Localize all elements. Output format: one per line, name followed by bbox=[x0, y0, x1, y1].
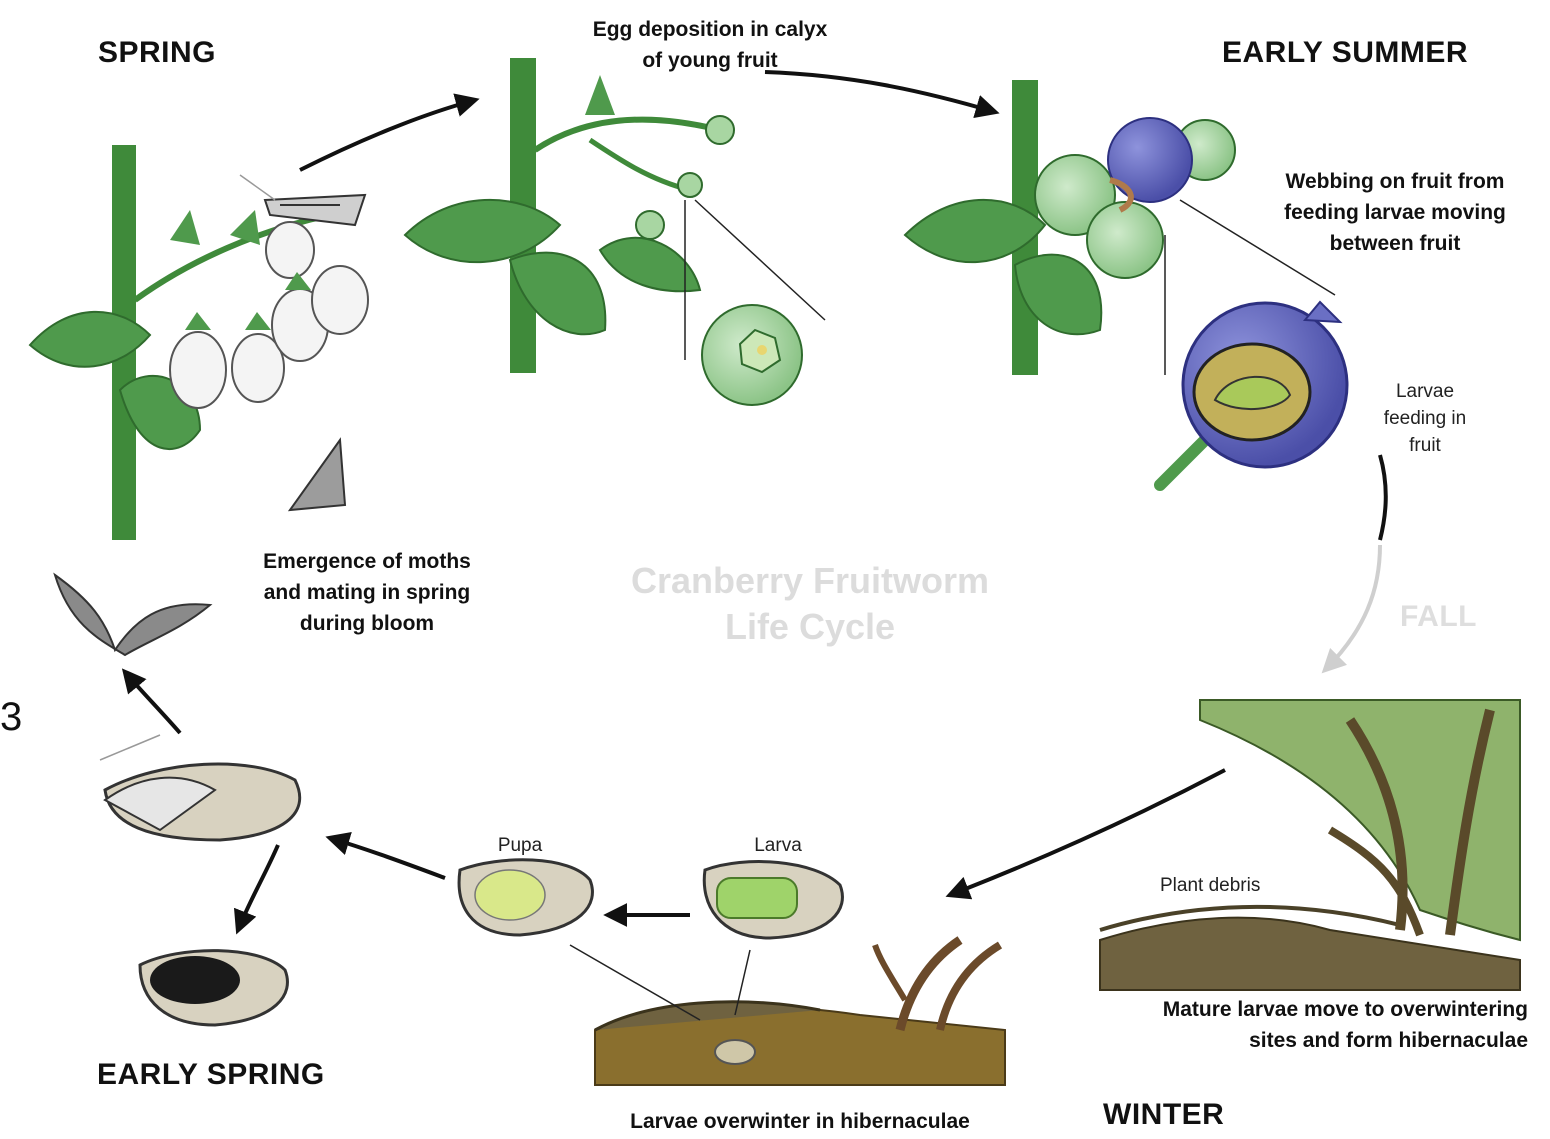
plant-debris-scene bbox=[1100, 700, 1520, 990]
season-spring: SPRING bbox=[98, 36, 216, 70]
label-emergence: Emergence of moths and mating in spring … bbox=[232, 546, 502, 639]
diagram-title: Cranberry Fruitworm Life Cycle bbox=[600, 558, 1020, 650]
season-winter: WINTER bbox=[1103, 1098, 1224, 1132]
arrow-emerging-to-moth bbox=[125, 672, 180, 733]
label-webbing-line-1: Webbing on fruit from bbox=[1250, 166, 1540, 197]
egg-deposition-branch bbox=[405, 58, 825, 405]
label-mature-larvae-line-2: sites and form hibernaculae bbox=[1078, 1025, 1528, 1056]
label-egg-deposition: Egg deposition in calyx of young fruit bbox=[560, 14, 860, 76]
moth-resting bbox=[290, 440, 345, 510]
pupa-cocoon bbox=[459, 860, 592, 935]
arrow-emerging-to-empty bbox=[238, 845, 278, 930]
empty-cocoon bbox=[140, 951, 287, 1025]
label-overwinter: Larvae overwinter in hibernaculae bbox=[590, 1106, 1010, 1137]
season-fall: FALL bbox=[1400, 600, 1477, 634]
label-larvae-feeding-line-3: fruit bbox=[1365, 432, 1485, 459]
diagram-title-line-2: Life Cycle bbox=[600, 604, 1020, 650]
label-mature-larvae-line-1: Mature larvae move to overwintering bbox=[1078, 994, 1528, 1025]
label-egg-deposition-line-1: Egg deposition in calyx bbox=[560, 14, 860, 45]
larva-in-fruit-cutaway bbox=[1160, 302, 1347, 485]
label-larva: Larva bbox=[738, 832, 818, 859]
label-emergence-line-2: and mating in spring bbox=[232, 577, 502, 608]
label-larvae-feeding-line-1: Larvae bbox=[1365, 378, 1485, 405]
arrow-summer-to-fall bbox=[1380, 455, 1386, 540]
label-egg-deposition-line-2: of young fruit bbox=[560, 45, 860, 76]
edge-glyph: 3 bbox=[0, 695, 22, 740]
moth-on-flowers bbox=[240, 175, 365, 225]
arrow-spring-to-egg bbox=[300, 100, 475, 170]
overwinter-soil-scene bbox=[570, 940, 1005, 1085]
moth-flying bbox=[55, 575, 210, 655]
label-larvae-feeding-line-2: feeding in bbox=[1365, 405, 1485, 432]
season-early-summer: EARLY SUMMER bbox=[1222, 36, 1468, 70]
larva-cocoon bbox=[704, 862, 842, 938]
label-emergence-line-1: Emergence of moths bbox=[232, 546, 502, 577]
arrow-pupa-to-emerging bbox=[330, 838, 445, 878]
season-early-spring: EARLY SPRING bbox=[97, 1058, 325, 1092]
label-emergence-line-3: during bloom bbox=[232, 608, 502, 639]
arrow-egg-to-summer bbox=[765, 72, 995, 112]
label-mature-larvae: Mature larvae move to overwintering site… bbox=[1078, 994, 1528, 1056]
label-webbing-line-3: between fruit bbox=[1250, 228, 1540, 259]
label-larvae-feeding: Larvae feeding in fruit bbox=[1365, 378, 1485, 459]
label-plant-debris: Plant debris bbox=[1160, 872, 1310, 899]
diagram-title-line-1: Cranberry Fruitworm bbox=[600, 558, 1020, 604]
emerging-moth-cocoon bbox=[100, 735, 300, 840]
label-pupa: Pupa bbox=[480, 832, 560, 859]
label-webbing: Webbing on fruit from feeding larvae mov… bbox=[1250, 166, 1540, 259]
label-webbing-line-2: feeding larvae moving bbox=[1250, 197, 1540, 228]
arrow-fall-curve bbox=[1325, 545, 1380, 670]
